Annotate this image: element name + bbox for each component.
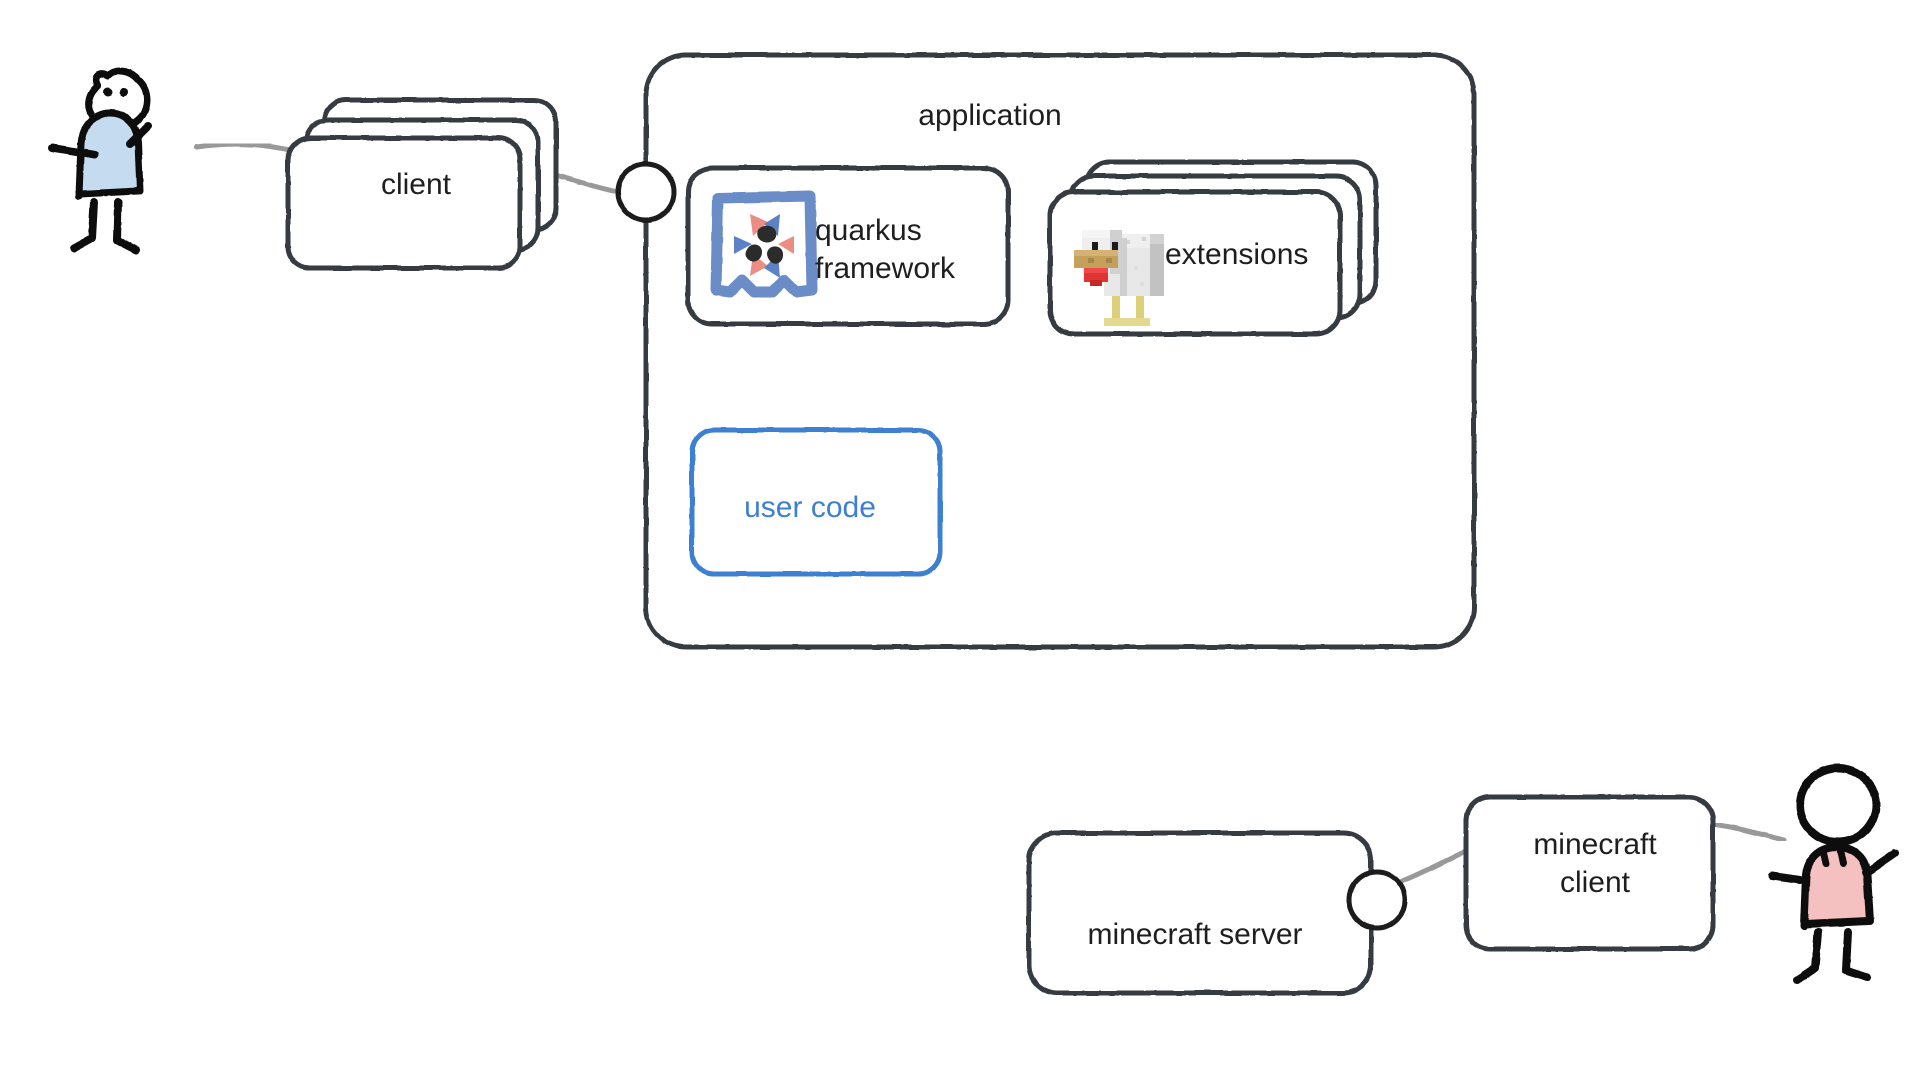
minecraft-chicken-icon [1074, 230, 1164, 326]
eye-right [119, 87, 129, 97]
minecraft-client-node[interactable] [1463, 794, 1716, 952]
application-port-circle [615, 161, 677, 223]
connector-left-user-to-client [193, 141, 303, 155]
stick-figure-right [1768, 764, 1899, 984]
quarkus-framework-node[interactable] [685, 165, 1011, 327]
eye-left [103, 87, 113, 97]
client-node-stack[interactable] [285, 97, 559, 271]
stick-figure-left [48, 67, 152, 254]
connector-client-to-application [553, 172, 621, 195]
connector-mcserver-to-mcclient [1397, 847, 1471, 885]
minecraft-server-node[interactable] [1026, 830, 1374, 996]
connector-mcclient-to-right-user [1710, 821, 1787, 843]
user-code-node[interactable] [689, 427, 943, 577]
quarkus-logo-icon [710, 190, 818, 298]
minecraft-server-port-circle [1346, 869, 1408, 931]
